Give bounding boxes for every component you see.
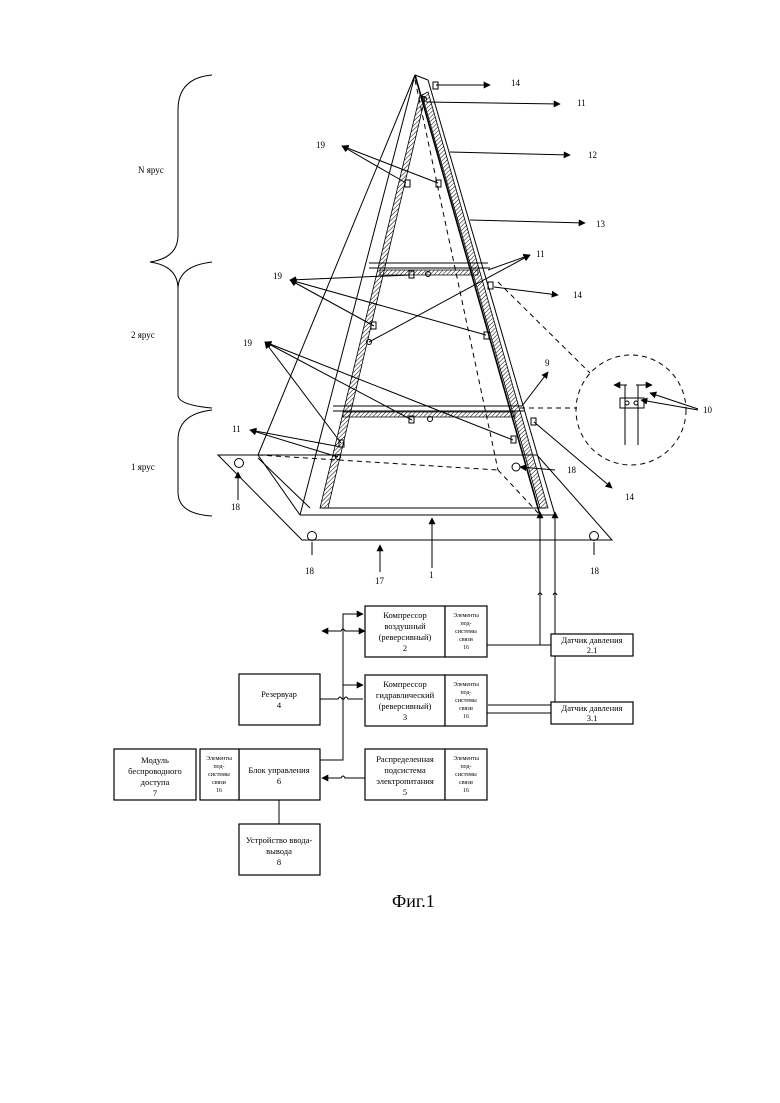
svg-text:гидравлический: гидравлический xyxy=(376,690,435,700)
reference-numbers: 14 11 12 13 19 11 19 14 19 9 10 11 18 14… xyxy=(231,78,713,586)
svg-text:под-: под- xyxy=(460,764,471,770)
ref-11-top: 11 xyxy=(577,98,586,108)
svg-text:Модуль: Модуль xyxy=(141,755,169,765)
svg-text:16: 16 xyxy=(463,788,469,794)
svg-text:связи: связи xyxy=(459,637,474,643)
tier-1-label: 1 ярус xyxy=(131,462,155,472)
svg-text:под-: под- xyxy=(460,621,471,627)
svg-text:Элементы: Элементы xyxy=(206,756,232,762)
svg-text:связи: связи xyxy=(212,780,227,786)
svg-text:подсистема: подсистема xyxy=(384,765,426,775)
block-diagram: Компрессор воздушный (реверсивный) 2 Эле… xyxy=(114,606,633,875)
anchor-ring-icon xyxy=(590,532,599,541)
svg-text:8: 8 xyxy=(277,857,281,867)
anchor-ring-icon xyxy=(512,463,520,471)
ref-18-br: 18 xyxy=(590,566,600,576)
svg-text:электропитания: электропитания xyxy=(376,776,434,786)
ref-18-left: 18 xyxy=(231,502,241,512)
brace-1 xyxy=(178,410,212,516)
ref-11-mid: 11 xyxy=(536,249,545,259)
svg-text:под-: под- xyxy=(213,764,224,770)
svg-text:Устройство ввода-: Устройство ввода- xyxy=(246,835,313,845)
pyramid-frame xyxy=(258,75,555,515)
svg-text:Компрессор: Компрессор xyxy=(383,610,427,620)
ref-18-bl: 18 xyxy=(305,566,315,576)
svg-text:под-: под- xyxy=(460,690,471,696)
ref-19-mid: 19 xyxy=(273,271,283,281)
tier-braces: N ярус 2 ярус 1 ярус xyxy=(131,75,212,516)
svg-text:Резервуар: Резервуар xyxy=(261,689,297,699)
svg-text:(реверсивный): (реверсивный) xyxy=(379,701,432,711)
ref-12: 12 xyxy=(588,150,597,160)
svg-text:системы: системы xyxy=(208,772,230,778)
svg-text:беспроводного: беспроводного xyxy=(128,766,182,776)
base-platform xyxy=(218,455,612,541)
brace-n-2 xyxy=(150,75,212,408)
svg-text:Блок управления: Блок управления xyxy=(248,765,309,775)
ref-14-top: 14 xyxy=(511,78,521,88)
svg-text:системы: системы xyxy=(455,629,477,635)
ref-1: 1 xyxy=(429,570,434,580)
pipes xyxy=(488,512,557,705)
svg-text:Компрессор: Компрессор xyxy=(383,679,427,689)
svg-text:системы: системы xyxy=(455,772,477,778)
ref-10: 10 xyxy=(703,405,713,415)
svg-text:Датчик давления: Датчик давления xyxy=(561,635,622,645)
svg-text:вывода: вывода xyxy=(266,846,292,856)
svg-text:3.1: 3.1 xyxy=(587,713,598,723)
svg-text:3: 3 xyxy=(403,712,407,722)
svg-text:16: 16 xyxy=(463,714,469,720)
ref-19-top: 19 xyxy=(316,140,326,150)
tier-n-label: N ярус xyxy=(138,165,164,175)
svg-text:доступа: доступа xyxy=(141,777,170,787)
ref-11-low: 11 xyxy=(232,424,241,434)
svg-text:Распределенная: Распределенная xyxy=(376,754,434,764)
svg-text:7: 7 xyxy=(153,788,157,798)
svg-text:6: 6 xyxy=(277,776,281,786)
tier-2-label: 2 ярус xyxy=(131,330,155,340)
ref-14-low: 14 xyxy=(625,492,635,502)
ref-18-right: 18 xyxy=(567,465,577,475)
svg-text:связи: связи xyxy=(459,706,474,712)
svg-text:5: 5 xyxy=(403,787,407,797)
svg-text:2.1: 2.1 xyxy=(587,645,598,655)
ref-17: 17 xyxy=(375,576,385,586)
svg-text:2: 2 xyxy=(403,643,407,653)
svg-text:Элементы: Элементы xyxy=(453,682,479,688)
svg-text:16: 16 xyxy=(463,645,469,651)
anchor-ring-icon xyxy=(308,532,317,541)
svg-text:системы: системы xyxy=(455,698,477,704)
ref-19-low: 19 xyxy=(243,338,253,348)
svg-text:Датчик давления: Датчик давления xyxy=(561,703,622,713)
brace-join xyxy=(178,262,212,289)
svg-text:Элементы: Элементы xyxy=(453,756,479,762)
svg-text:(реверсивный): (реверсивный) xyxy=(379,632,432,642)
ref-9: 9 xyxy=(545,358,550,368)
figure-caption: Фиг.1 xyxy=(392,891,435,911)
svg-text:связи: связи xyxy=(459,780,474,786)
base-plate xyxy=(218,455,612,540)
svg-text:16: 16 xyxy=(216,788,222,794)
ref-13: 13 xyxy=(596,219,606,229)
anchor-ring-icon xyxy=(235,459,244,468)
ref-14-mid: 14 xyxy=(573,290,583,300)
svg-text:воздушный: воздушный xyxy=(384,621,426,631)
svg-text:Элементы: Элементы xyxy=(453,613,479,619)
